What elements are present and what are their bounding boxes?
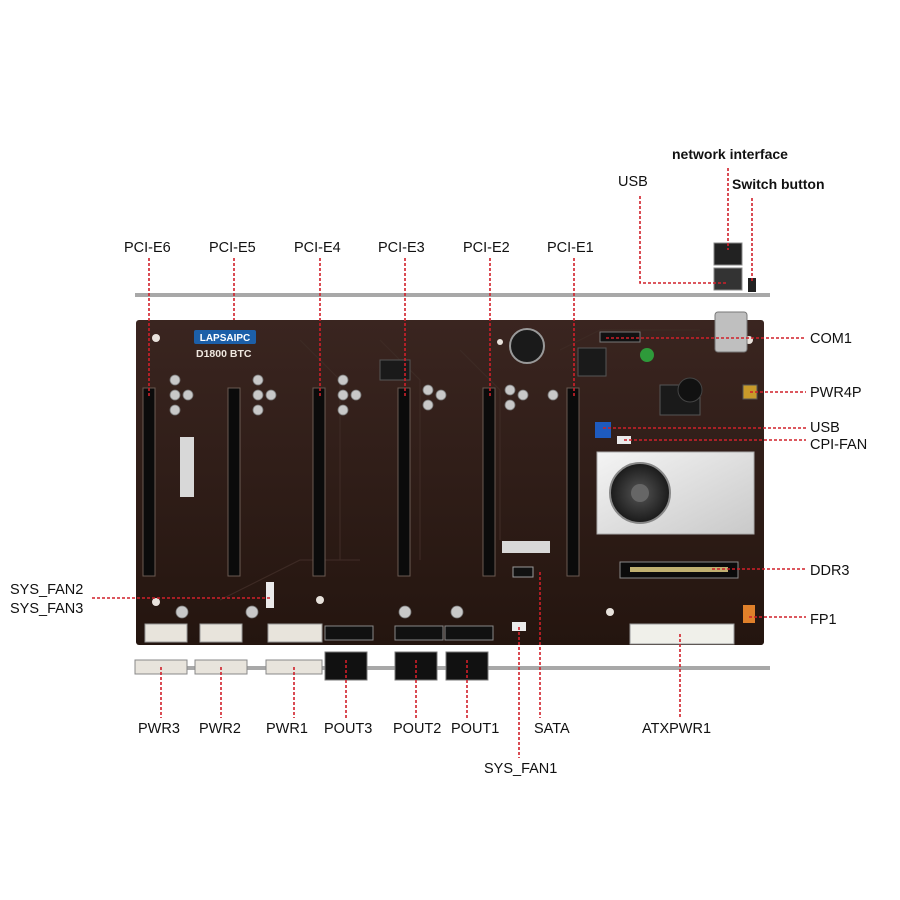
brand-text: LAPSAIPC <box>200 333 251 344</box>
pcie-slot-3[interactable] <box>397 387 411 577</box>
pwr2-label: PWR2 <box>199 721 241 737</box>
pwr3-label: PWR3 <box>138 721 180 737</box>
jumper <box>640 348 654 362</box>
usb-right-label: USB <box>810 420 840 436</box>
brand-badge <box>194 330 256 344</box>
pwr4p-label: PWR4P <box>810 385 862 401</box>
sys-fan1-label: SYS_FAN1 <box>484 761 558 777</box>
usb-header-right[interactable] <box>595 422 611 438</box>
chip <box>379 359 411 381</box>
barcode-sticker <box>180 437 194 497</box>
pcie3-label: PCI-E3 <box>378 240 425 256</box>
transformer <box>714 311 748 353</box>
pwr1-label: PWR1 <box>266 721 308 737</box>
fp1-label: FP1 <box>810 612 837 628</box>
pwr3-board-connector <box>144 623 188 643</box>
pcie4-label: PCI-E4 <box>294 240 341 256</box>
buzzer <box>677 377 703 403</box>
atxpwr1-connector[interactable] <box>629 623 735 645</box>
sys-fan3-label: SYS_FAN3 <box>10 601 84 617</box>
switch-button-label: Switch button <box>732 176 825 192</box>
pcie-slot-6[interactable] <box>142 387 156 577</box>
sata-label: SATA <box>534 721 570 737</box>
ddr3-slot-inner <box>630 567 728 572</box>
cpu-fan-label: CPI-FAN <box>810 437 868 453</box>
cmos-battery <box>509 328 545 364</box>
pwr2-board-connector <box>199 623 243 643</box>
top-rail <box>135 293 770 297</box>
ddr3-label: DDR3 <box>810 563 850 579</box>
model-text: D1800 BTC <box>196 348 252 360</box>
com1-label: COM1 <box>810 331 852 347</box>
capacitors <box>169 374 559 619</box>
pcie-slot-2[interactable] <box>482 387 496 577</box>
pwr1-board-connector <box>267 623 323 643</box>
sys-fan1-header[interactable] <box>512 622 526 631</box>
pout2-label: POUT2 <box>393 721 442 737</box>
pout1-label: POUT1 <box>451 721 500 737</box>
pout1-board-connector <box>444 625 494 641</box>
fp1-header[interactable] <box>743 605 755 623</box>
pcie1-label: PCI-E1 <box>547 240 594 256</box>
pcie6-label: PCI-E6 <box>124 240 171 256</box>
sys-fan2-3-header[interactable] <box>266 582 274 608</box>
com1-header[interactable] <box>599 331 641 343</box>
pcie-slot-1[interactable] <box>566 387 580 577</box>
pout2-board-connector <box>394 625 444 641</box>
pcie-slots <box>142 387 580 577</box>
network-interface-label: network interface <box>672 146 788 162</box>
pcie-slot-4[interactable] <box>312 387 326 577</box>
m2-module <box>502 541 550 553</box>
leader-lines <box>92 168 806 758</box>
cpu-fan-hub <box>631 484 649 502</box>
pcie2-label: PCI-E2 <box>463 240 510 256</box>
sata-connector[interactable] <box>512 566 534 578</box>
usb-top-label: USB <box>618 174 648 190</box>
switch-button-part[interactable] <box>748 278 756 292</box>
sys-fan2-label: SYS_FAN2 <box>10 582 84 598</box>
network-port[interactable] <box>713 242 743 266</box>
pout3-board-connector <box>324 625 374 641</box>
pcie5-label: PCI-E5 <box>209 240 256 256</box>
pcie-slot-5[interactable] <box>227 387 241 577</box>
chip <box>577 347 607 377</box>
usb-port-top[interactable] <box>713 267 743 291</box>
atxpwr1-label: ATXPWR1 <box>642 721 712 737</box>
pout3-label: POUT3 <box>324 721 373 737</box>
